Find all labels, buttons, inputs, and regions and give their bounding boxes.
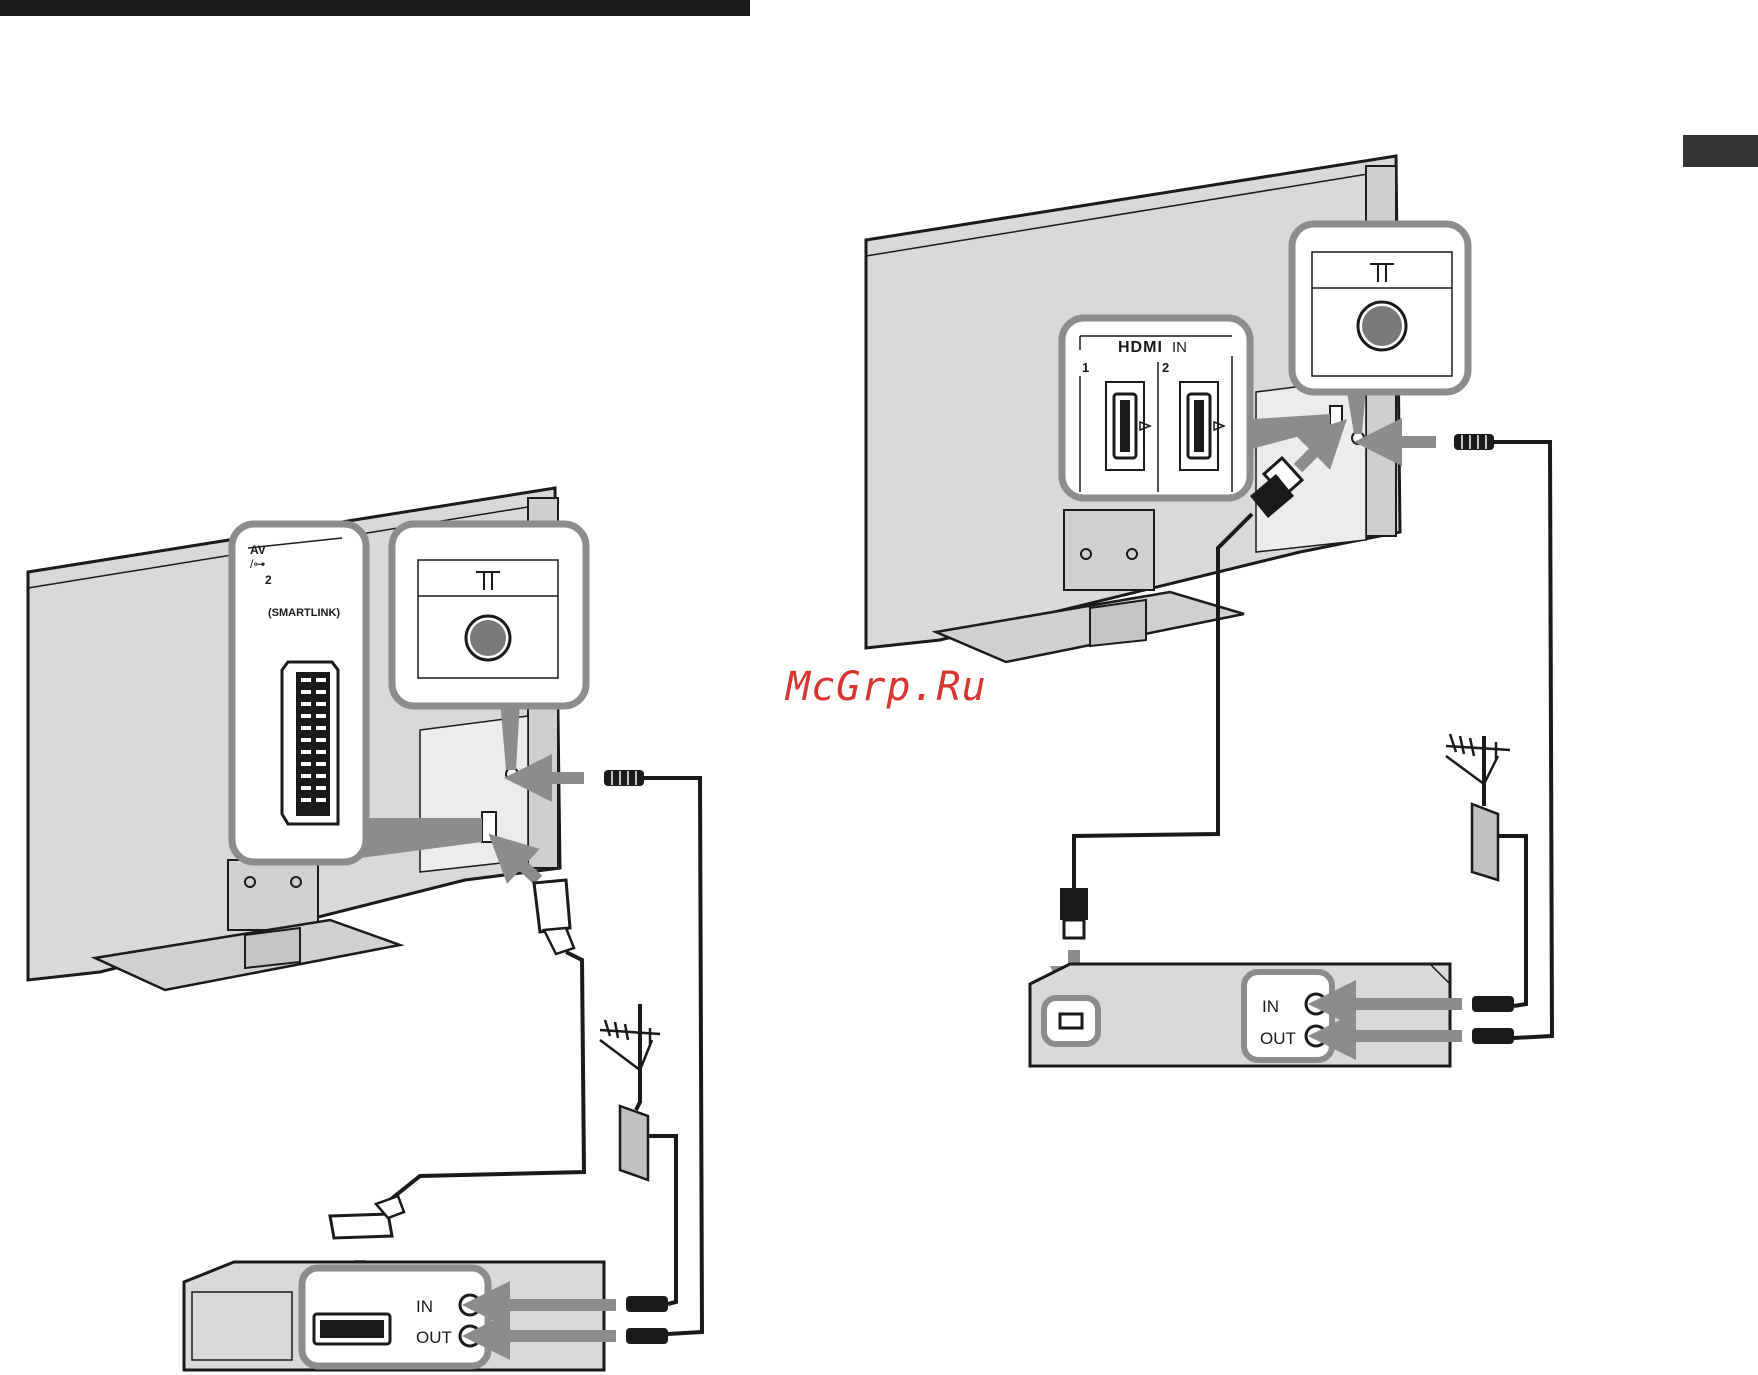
wall-antenna-right: [1446, 734, 1510, 790]
scart-plug-vcr: [330, 1196, 404, 1238]
rf-plug-vcr-out: [626, 1328, 668, 1344]
rf-plug-receiver-out: [1472, 1028, 1514, 1044]
right-diagram: HDMI IN 1 2: [866, 156, 1552, 1066]
av-label: AV: [250, 543, 266, 557]
hdmi-port-1-icon: [1106, 382, 1150, 470]
hdmi-in-label: IN: [1172, 339, 1187, 356]
tv-hdmi-socket: [1330, 406, 1342, 426]
left-diagram: AV /⊶ 2 (SMARTLINK): [28, 488, 702, 1370]
tv-scart-socket: [482, 812, 496, 842]
receiver-in-label: IN: [1262, 997, 1279, 1016]
hdmi-port-2-icon: [1180, 382, 1224, 470]
watermark: McGrp.Ru: [786, 664, 987, 710]
hdmi-port-2-label: 2: [1162, 360, 1169, 375]
rf-plug-receiver-in: [1472, 996, 1514, 1012]
scart-plug-tv: [534, 880, 574, 954]
hdmi-logo: HDMI: [1118, 339, 1163, 356]
vcr-in-label: IN: [416, 1297, 433, 1316]
vcr-out-label: OUT: [416, 1328, 452, 1347]
wall-socket-right: [1472, 804, 1498, 880]
vcr-left: IN OUT: [184, 1262, 604, 1370]
rf-plug-vcr-in: [626, 1296, 668, 1312]
wall-socket-left: [620, 1106, 648, 1180]
rf-plug-tv-right: [1454, 434, 1494, 450]
hdmi-port-1-label: 1: [1082, 360, 1089, 375]
wall-antenna-left: [600, 1004, 660, 1070]
hdmi-plug-receiver: [1060, 888, 1088, 938]
receiver-out-label: OUT: [1260, 1029, 1296, 1048]
av-number: 2: [265, 573, 272, 587]
smartlink-label: (SMARTLINK): [268, 607, 340, 619]
receiver-right: IN OUT: [1030, 964, 1450, 1066]
scart-symbol-icon: /⊶: [250, 557, 265, 571]
rf-plug-tv-left: [604, 770, 644, 786]
